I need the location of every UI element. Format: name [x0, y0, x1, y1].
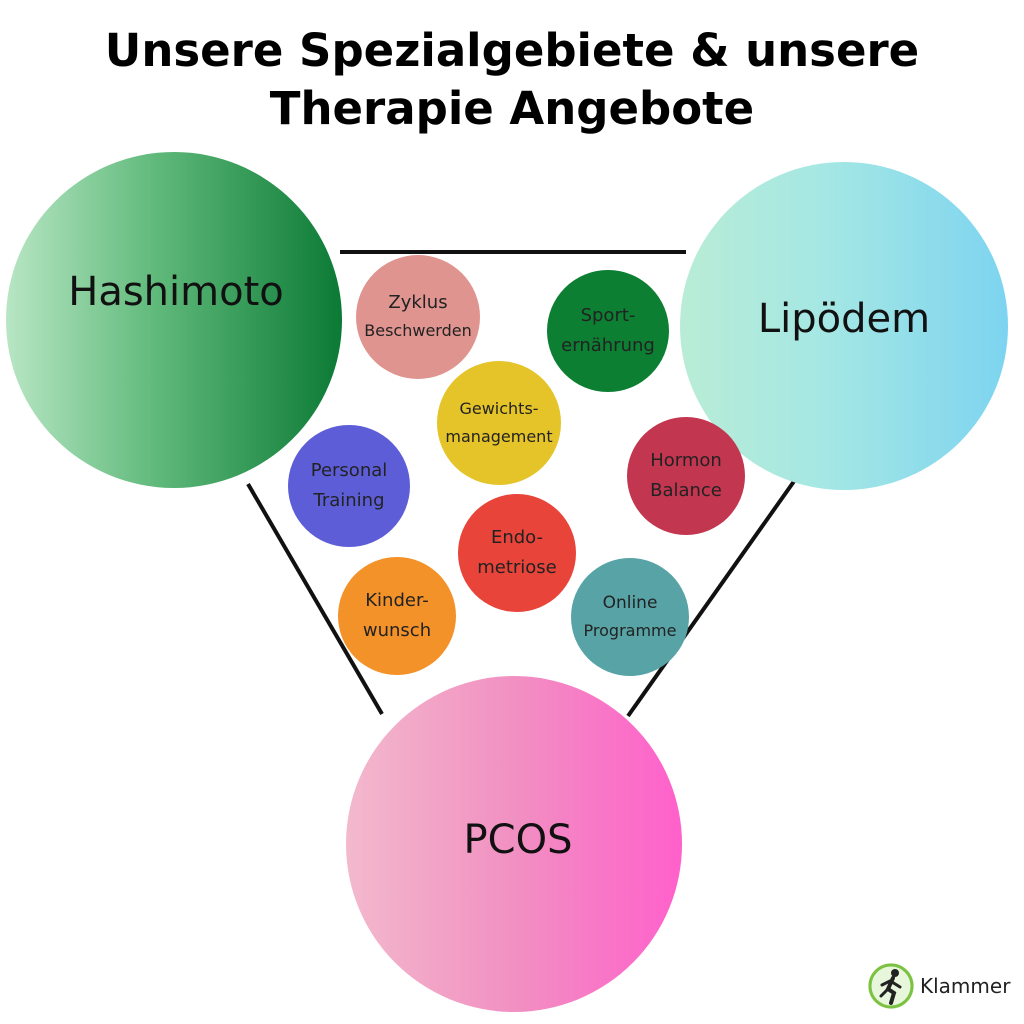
offer-personal-line2: Training [313, 490, 385, 511]
offer-kinder-line2: wunsch [362, 620, 432, 641]
title-line-2: Therapie Angebote [269, 82, 755, 135]
offer-gewicht-line2: management [445, 427, 553, 446]
offer-endometriose: Endo-metriose [458, 494, 576, 612]
offer-online-line1: Online [602, 593, 658, 613]
pcos-circle: PCOS [346, 676, 682, 1012]
connector-left [246, 482, 384, 716]
offer-kinder-line1: Kinder- [365, 590, 429, 611]
offer-hormon-line2: Balance [650, 480, 722, 501]
logo-text: Klammer [920, 974, 1011, 998]
offer-endo-line2: metriose [477, 557, 557, 578]
offer-zyklus-line2: Beschwerden [364, 321, 472, 340]
lipodem-label: Lipödem [757, 296, 931, 342]
klammer-logo: Klammer [868, 962, 1010, 1010]
page-title: Unsere Spezialgebiete & unsere Therapie … [0, 22, 1024, 138]
offer-sport-line2: ernährung [561, 335, 655, 356]
offer-online-line2: Programme [583, 621, 677, 640]
offer-hormon-line1: Hormon [650, 450, 722, 471]
hashimoto-label: Hashimoto [68, 269, 284, 315]
offer-kinderwunsch: Kinder-wunsch [338, 557, 456, 675]
offer-gewichtsmanagement: Gewichts-management [437, 361, 561, 485]
pcos-label: PCOS [463, 817, 573, 863]
lipodem-circle: Lipödem [680, 162, 1008, 490]
offer-sporternaehrung: Sport-ernährung [547, 270, 669, 392]
offer-zyklus-line1: Zyklus [388, 292, 448, 313]
offer-sport-line1: Sport- [580, 305, 636, 326]
offer-endo-line1: Endo- [490, 527, 544, 548]
runner-icon [868, 963, 914, 1009]
connector-right [626, 468, 804, 718]
offer-personal-line1: Personal [310, 460, 388, 481]
hashimoto-circle: Hashimoto [6, 152, 342, 488]
offer-gewicht-line1: Gewichts- [459, 399, 539, 418]
title-line-1: Unsere Spezialgebiete & unsere [104, 24, 920, 77]
